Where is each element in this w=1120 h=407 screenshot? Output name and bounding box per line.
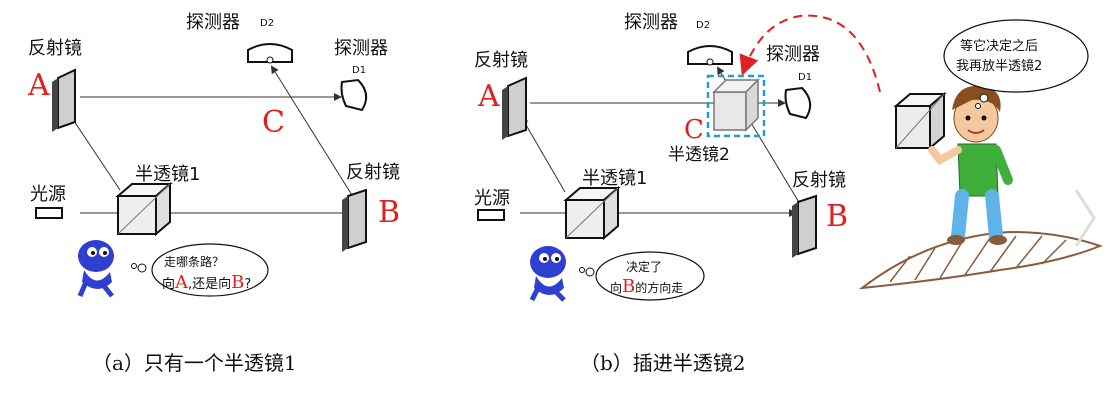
insert-arrow: [739, 14, 881, 93]
splitter-1-label: 半透镜1: [135, 164, 200, 185]
panel-b: 反射镜 A 探测器 D2 探测器 D1 C 半透镜2 光源: [474, 12, 881, 375]
next-chevron-icon[interactable]: [1074, 189, 1096, 247]
beam-splitter-2: [706, 74, 766, 138]
boy-bubble-line1: 等它决定之后: [960, 38, 1038, 54]
panel-a: 反射镜 A 探测器 D2 探测器 D1 C 光源 半透镜1: [27, 12, 400, 375]
detector-d2-label-b: 探测器: [624, 12, 678, 33]
bubble-a-letter-b: B: [231, 272, 244, 293]
bubble-b-letter-b: B: [622, 276, 635, 297]
light-source-b: [477, 209, 505, 221]
letter-b: B: [378, 195, 400, 230]
boy-illustration: 等它决定之后 我再放半透镜2: [858, 19, 1103, 290]
bubble-a-q: ?: [244, 277, 251, 292]
letter-c: C: [262, 105, 285, 140]
splitter-2-highlight: [706, 74, 766, 138]
boy: [928, 85, 1013, 245]
d1-tag-b: D1: [798, 72, 812, 83]
letter-a: A: [27, 68, 50, 103]
letter-a-b: A: [477, 79, 500, 114]
light-source: [35, 207, 63, 219]
detector-d2-label: 探测器: [186, 12, 240, 33]
blue-creature-a: [77, 240, 114, 298]
mirror-a-b: [502, 76, 527, 140]
d2-tag: D2: [260, 18, 274, 29]
caption-a: （a）只有一个半透镜1: [92, 351, 297, 375]
bubble-b-line2: 向B的方向走: [610, 276, 683, 297]
plank-lines: [889, 235, 1067, 283]
plank: [858, 230, 1103, 290]
splitter-1-label-b: 半透镜1: [582, 168, 647, 189]
detector-d2: [247, 43, 293, 64]
mirror-b: [342, 188, 367, 252]
detector-d2-b: [687, 45, 733, 66]
bubble-a-to: 向: [162, 276, 175, 292]
detector-d1-label-b: 探测器: [766, 44, 820, 65]
detector-d1-label: 探测器: [334, 38, 388, 59]
mirror-b-label-b: 反射镜: [792, 170, 846, 191]
beam-splitter-to-a: [66, 110, 121, 191]
boy-bubble-line2: 我再放半透镜2: [956, 59, 1042, 74]
caption-b: （b）插进半透镜2: [580, 351, 746, 375]
detector-d1-b: [784, 86, 812, 120]
bubble-a-line2: 向A,还是向B?: [162, 272, 251, 293]
bubble-b-to: 向: [610, 280, 622, 295]
bubble-b-line1: 决定了: [626, 259, 662, 274]
beam-b-splitter-to-a: [520, 116, 566, 193]
mirror-a: [52, 68, 76, 132]
held-splitter-cube: [893, 91, 947, 151]
letter-c-b: C: [684, 115, 704, 145]
detector-d1: [340, 78, 368, 112]
mirror-b-b: [792, 194, 817, 258]
d2-tag-b: D2: [696, 20, 710, 31]
light-source-label: 光源: [30, 184, 66, 205]
beam-splitter-1: [115, 181, 173, 237]
bubble-b-rest: 的方向走: [635, 280, 683, 295]
creature-bubble-b: [579, 251, 705, 301]
splitter-2-label: 半透镜2: [668, 145, 730, 165]
mirror-a-label: 反射镜: [28, 38, 82, 59]
bubble-a-line1: 走哪条路？: [164, 254, 224, 269]
creature-bubble-a: [131, 243, 269, 297]
mirror-a-label-b: 反射镜: [474, 50, 528, 71]
bubble-a-letter-a: A: [174, 272, 189, 293]
bubble-a-or: ,还是向: [188, 276, 231, 292]
letter-b-b: B: [826, 199, 848, 234]
boy-bubble: [943, 19, 1089, 109]
light-source-label-b: 光源: [474, 188, 510, 209]
blue-creature-b: [529, 246, 566, 302]
beam-b-to-d2: [270, 65, 356, 201]
beam-splitter-1-b: [563, 185, 621, 241]
mirror-b-label: 反射镜: [346, 162, 400, 183]
d1-tag: D1: [352, 65, 366, 76]
